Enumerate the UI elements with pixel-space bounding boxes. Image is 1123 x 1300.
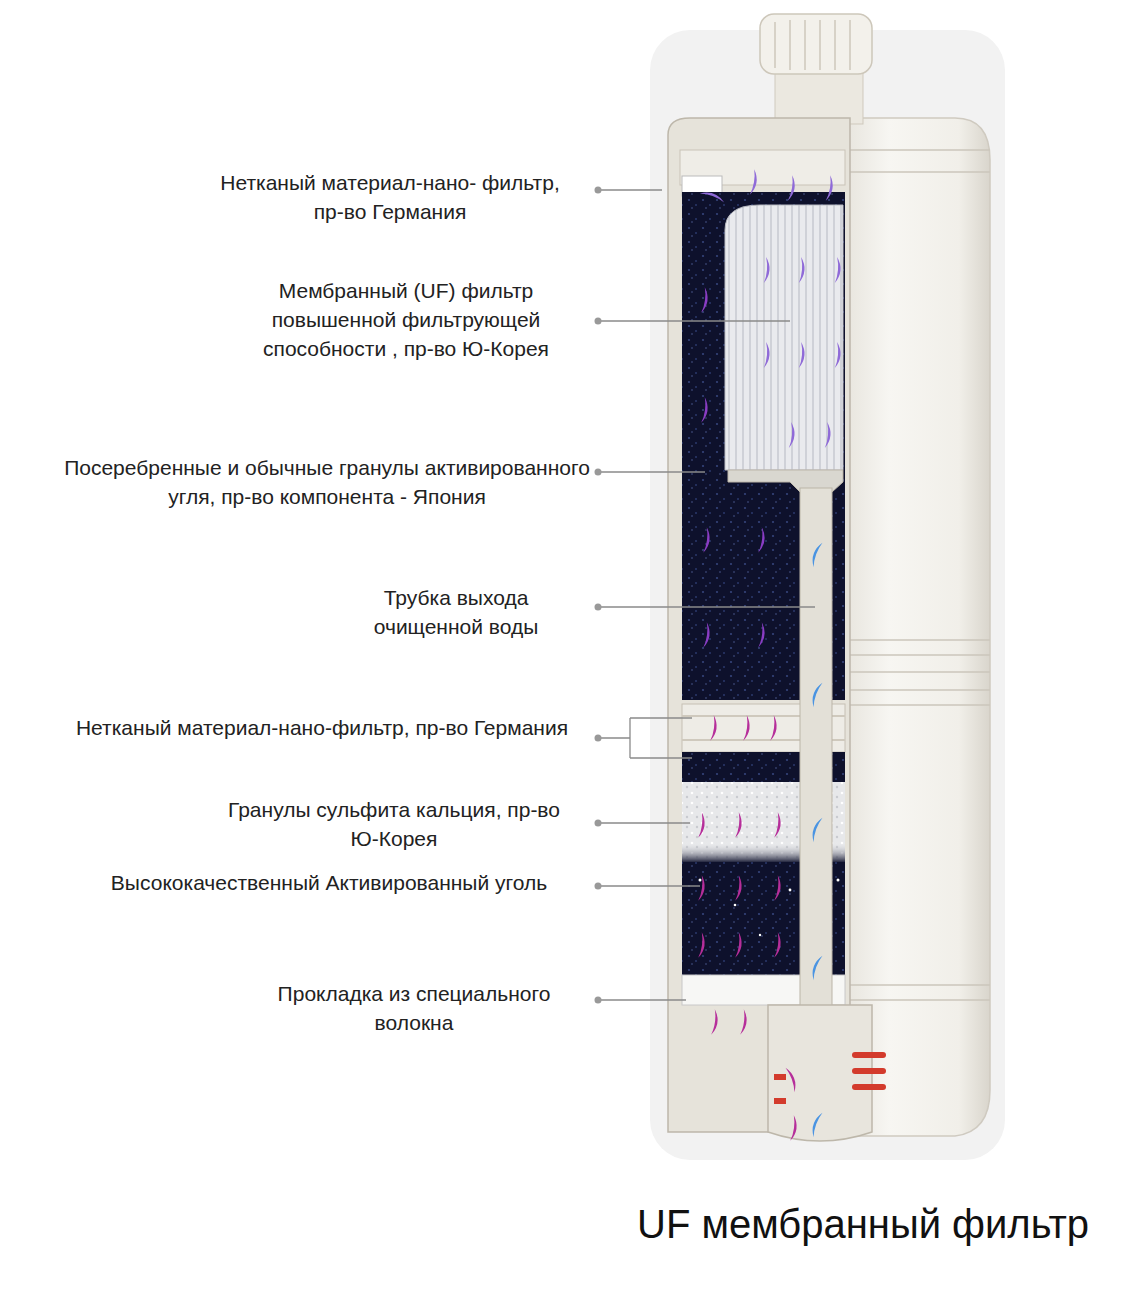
housing-exterior xyxy=(835,118,990,1136)
cutaway-wall xyxy=(668,118,850,1132)
leader-line xyxy=(598,471,705,472)
flow-marks-clean xyxy=(809,541,822,1137)
top-cap xyxy=(760,14,872,74)
leader-line xyxy=(598,606,815,607)
flow-mark xyxy=(826,175,835,201)
flow-mark xyxy=(835,257,842,283)
flow-mark xyxy=(698,812,706,838)
flow-marks-carbon xyxy=(701,287,766,648)
flow-mark xyxy=(774,812,782,838)
flow-mark xyxy=(703,622,711,648)
leader-line xyxy=(598,885,700,886)
flow-mark xyxy=(764,257,771,283)
cap-ridges xyxy=(775,20,850,70)
callout-label: Посеребренные и обычные гранулы активиро… xyxy=(62,453,592,511)
flow-mark xyxy=(740,1009,748,1035)
leader-line xyxy=(598,999,686,1000)
flow-mark xyxy=(735,812,743,838)
callout-label: Прокладка из специального волокна xyxy=(272,979,556,1037)
flow-marks-lower xyxy=(698,715,798,1141)
callout-label: Мембранный (UF) фильтр повышенной фильтр… xyxy=(222,276,590,363)
shadow xyxy=(650,30,1005,1160)
flow-mark xyxy=(758,527,766,553)
leader-line xyxy=(598,189,662,190)
callout-label: Нетканый материал-нано-фильтр, пр-во Гер… xyxy=(62,713,582,742)
flow-mark xyxy=(825,422,832,448)
flow-mark xyxy=(799,342,806,368)
flow-mark xyxy=(701,287,709,313)
flow-mark xyxy=(809,1111,822,1137)
flow-mark xyxy=(758,622,766,648)
flow-mark xyxy=(809,954,822,980)
leader-dot xyxy=(595,604,602,611)
caption: UF мембранный фильтр xyxy=(637,1200,1089,1248)
flow-mark xyxy=(770,715,778,741)
flow-mark xyxy=(809,816,822,842)
flow-mark xyxy=(701,397,709,423)
leader-line xyxy=(598,320,790,321)
flow-mark xyxy=(735,875,743,901)
leader-line xyxy=(598,822,690,823)
uf-membrane xyxy=(725,205,843,470)
flow-mark xyxy=(786,1066,799,1092)
flow-mark xyxy=(809,541,822,567)
leader-dots xyxy=(595,187,602,1004)
leader-dot xyxy=(595,318,602,325)
leader-dot xyxy=(595,883,602,890)
flow-marks-top xyxy=(700,169,842,448)
flow-mark xyxy=(711,1009,719,1035)
callout-label: Трубка выхода очищенной воды xyxy=(345,583,567,641)
housing-rings xyxy=(835,150,990,1000)
flow-mark xyxy=(698,932,706,958)
flow-mark xyxy=(735,932,743,958)
flow-mark xyxy=(700,189,726,202)
flow-mark xyxy=(809,681,822,707)
flow-mark xyxy=(698,875,706,901)
flow-mark xyxy=(774,875,782,901)
flow-mark xyxy=(799,257,806,283)
o-rings xyxy=(774,1052,886,1104)
flow-mark xyxy=(764,342,771,368)
callout-label: Гранулы сульфита кальция, пр-во Ю-Корея xyxy=(218,795,570,853)
callout-label: Нетканый материал-нано- фильтр, пр-во Ге… xyxy=(212,168,568,226)
flow-mark xyxy=(774,932,782,958)
flow-mark xyxy=(789,422,796,448)
flow-mark xyxy=(710,715,718,741)
flow-mark xyxy=(703,527,711,553)
leader-dot xyxy=(595,997,602,1004)
callout-label: Высококачественный Активированный уголь xyxy=(80,868,578,897)
flow-mark xyxy=(790,1115,798,1141)
leader-dot xyxy=(595,735,602,742)
leader-bracket xyxy=(598,718,692,758)
flow-mark xyxy=(743,715,751,741)
leader-dot xyxy=(595,469,602,476)
flow-mark xyxy=(788,175,797,201)
flow-mark xyxy=(750,169,759,195)
leader-dot xyxy=(595,820,602,827)
flow-mark xyxy=(835,342,842,368)
leader-paths xyxy=(598,190,815,1000)
leader-dot xyxy=(595,187,602,194)
